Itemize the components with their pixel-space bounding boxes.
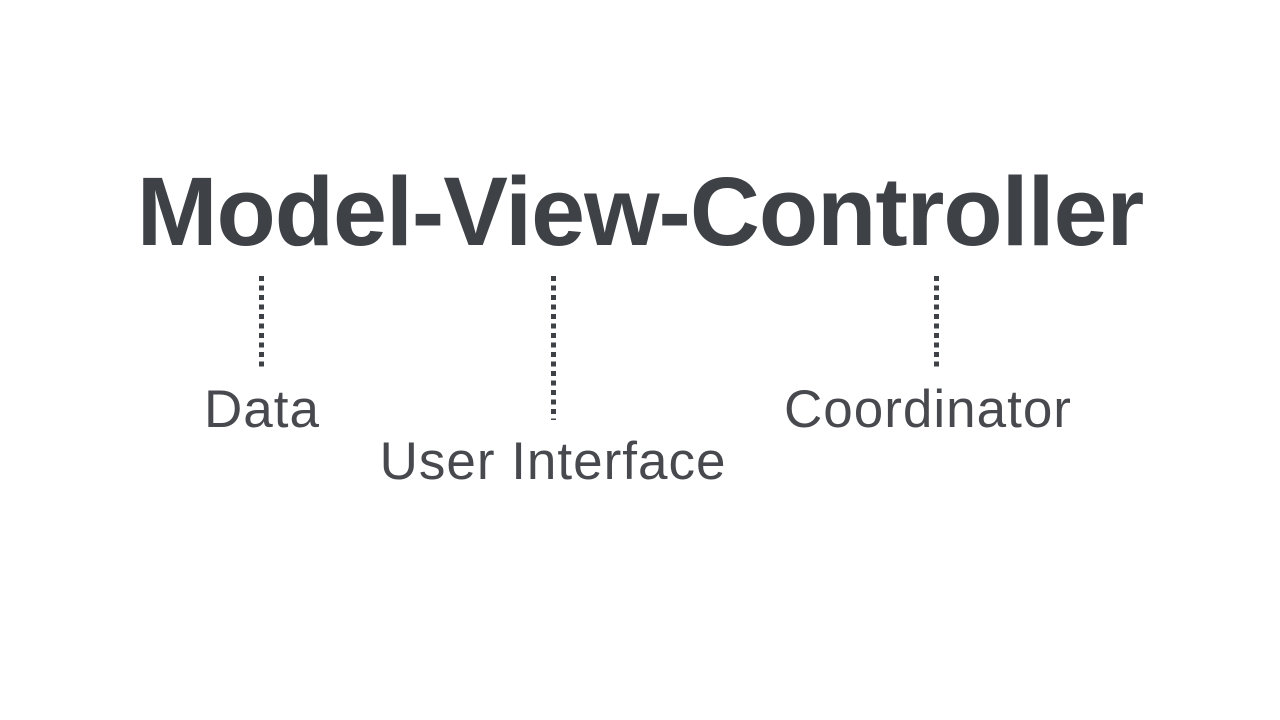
- annotation-label-controller: Coordinator: [784, 380, 1072, 439]
- annotation-label-view: User Interface: [379, 432, 727, 491]
- slide-title: Model-View-Controller: [136, 157, 1145, 266]
- dotted-connector-model: [259, 276, 264, 369]
- dotted-connector-controller: [934, 276, 939, 371]
- annotation-label-model: Data: [204, 380, 320, 439]
- dotted-connector-view: [551, 276, 556, 420]
